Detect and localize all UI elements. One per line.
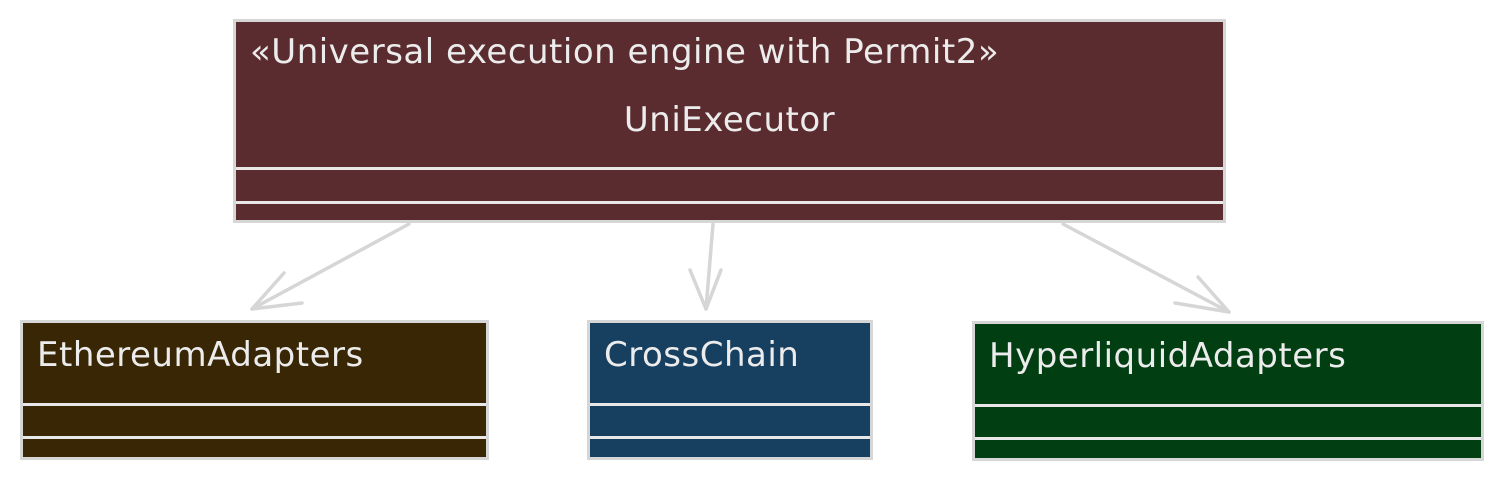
attributes-divider — [590, 403, 870, 406]
class-hyperliquidadapters[interactable]: HyperliquidAdapters — [972, 321, 1484, 461]
methods-divider — [23, 436, 486, 439]
class-crosschain[interactable]: CrossChain — [587, 320, 873, 460]
class-uniexecutor[interactable]: «Universal execution engine with Permit2… — [233, 19, 1226, 223]
class-name: HyperliquidAdapters — [989, 336, 1347, 376]
attributes-divider — [975, 404, 1481, 407]
attributes-divider — [236, 167, 1223, 170]
edge-uniexecutor-hyperliquidadapters — [1061, 222, 1231, 314]
class-ethereumadapters[interactable]: EthereumAdapters — [20, 320, 489, 460]
edge-uniexecutor-crosschain — [688, 222, 723, 311]
class-stereotype: «Universal execution engine with Permit2… — [250, 32, 1000, 72]
class-name: CrossChain — [604, 335, 800, 375]
class-name: EthereumAdapters — [37, 335, 364, 375]
edge-uniexecutor-ethereumadapters — [250, 222, 411, 311]
methods-divider — [590, 436, 870, 439]
class-name: UniExecutor — [623, 100, 836, 140]
methods-divider — [236, 201, 1223, 204]
methods-divider — [975, 437, 1481, 440]
attributes-divider — [23, 403, 486, 406]
